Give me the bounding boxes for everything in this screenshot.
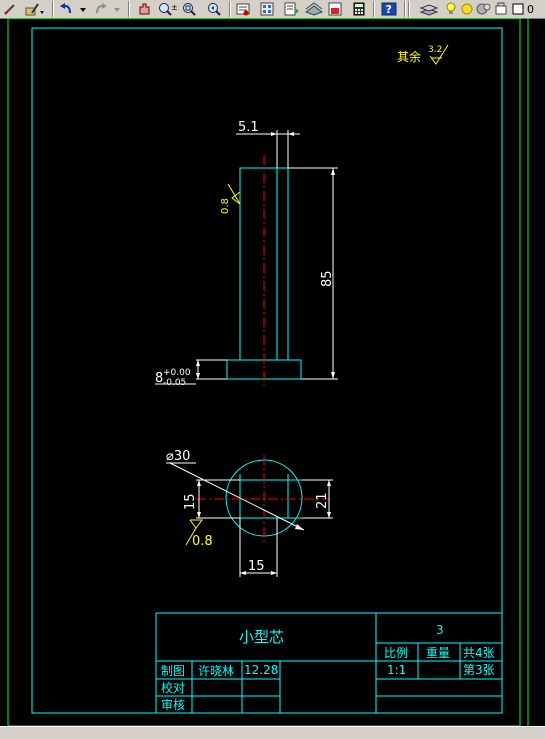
pencil-icon[interactable] xyxy=(2,1,18,17)
redo-icon[interactable] xyxy=(92,1,124,17)
slot-width-arrow-right xyxy=(271,571,277,575)
calculator-icon[interactable] xyxy=(350,1,368,17)
roughness-symbol-icon xyxy=(429,44,449,65)
sheet-number: 第3张 xyxy=(463,663,495,677)
scale-value: 1:1 xyxy=(387,663,406,677)
svg-text:±: ± xyxy=(171,3,177,12)
svg-text:?: ? xyxy=(386,3,392,16)
flat-ticks xyxy=(239,474,289,480)
tool-palettes-icon[interactable] xyxy=(282,1,302,17)
drawing-number: 3 xyxy=(436,623,444,637)
zoom-previous-icon[interactable] xyxy=(204,1,226,17)
drawn-by: 许晓林 xyxy=(198,664,234,678)
diameter-leader xyxy=(169,462,305,531)
slot-height-text: 15 xyxy=(183,493,198,510)
top-view: ⌀30 15 21 15 0.8 xyxy=(166,449,333,577)
title-block-frame xyxy=(155,612,503,714)
diameter-leader-arrow xyxy=(295,524,304,530)
shaft-roughness: 0.8 xyxy=(220,183,241,214)
roughness-note-value: 3.2 xyxy=(428,45,442,55)
roughness-note-label: 其余 xyxy=(397,49,421,64)
shaft-roughness-symbol-icon xyxy=(231,191,241,205)
flat-dim-arrow-top xyxy=(327,480,331,486)
scale-label: 比例 xyxy=(384,646,408,660)
flat-dim-arrow-bottom xyxy=(327,512,331,518)
drawn-label: 制图 xyxy=(161,664,185,678)
drawn-date: 12.28 xyxy=(244,663,278,677)
part-name: 小型芯 xyxy=(239,628,284,646)
zoom-window-icon[interactable] xyxy=(180,1,202,17)
design-center-icon[interactable] xyxy=(258,1,276,17)
pan-icon[interactable] xyxy=(136,1,154,17)
slot-height-arrow-bottom xyxy=(197,512,201,518)
undo-icon[interactable] xyxy=(56,1,90,17)
shaft-roughness-text: 0.8 xyxy=(220,198,231,214)
dim-top-text: 5.1 xyxy=(238,120,259,135)
weight-label: 重量 xyxy=(426,646,450,660)
title-block: 小型芯 3 比例 重量 共4张 1:1 第3张 制图 许晓林 12.28 校对 … xyxy=(155,612,503,714)
sheet-set-icon[interactable] xyxy=(304,1,324,17)
cad-toolbar: ± ? 0 xyxy=(0,0,545,19)
dim-head-tol-lower: -0.05 xyxy=(163,378,186,388)
layer-manager-icon[interactable] xyxy=(418,1,440,17)
dim-top-arrow-left xyxy=(271,132,277,136)
layer-name-field[interactable]: 0 xyxy=(527,1,543,17)
roughness-note: 其余 3.2 xyxy=(397,44,449,65)
face-roughness: 0.8 xyxy=(185,519,213,549)
dim-length-arrow-bottom xyxy=(331,372,335,379)
layer-color-swatch[interactable] xyxy=(510,1,526,17)
face-roughness-leader xyxy=(185,527,197,546)
markup-icon[interactable] xyxy=(326,1,346,17)
drawing-frame xyxy=(31,27,503,714)
zoom-realtime-icon[interactable]: ± xyxy=(156,1,178,17)
match-properties-icon[interactable] xyxy=(22,1,48,17)
dim-head-text: 8 xyxy=(155,371,163,386)
help-icon[interactable]: ? xyxy=(380,1,398,17)
total-sheets: 共4张 xyxy=(463,646,495,660)
status-bar xyxy=(0,726,545,739)
checked-label: 校对 xyxy=(161,680,185,695)
shaft-roughness-leader xyxy=(227,183,241,205)
properties-icon[interactable] xyxy=(234,1,252,17)
flat-dim-text: 21 xyxy=(315,492,330,509)
face-roughness-symbol-icon xyxy=(189,519,203,529)
approved-label: 审核 xyxy=(161,697,185,712)
slot-width-text: 15 xyxy=(248,559,265,574)
diameter-text: ⌀30 xyxy=(166,449,190,464)
front-view: 5.1 85 0.8 8 +0.00 -0.05 xyxy=(155,120,338,388)
dim-head-tol-upper: +0.00 xyxy=(163,368,191,378)
dim-length-text: 85 xyxy=(320,270,335,287)
dim-head-arrow-bottom xyxy=(196,373,200,379)
slot-width-arrow-left xyxy=(240,571,246,575)
drawing-canvas[interactable]: 其余 3.2 5.1 85 0.8 xyxy=(0,18,545,738)
lock-icon[interactable] xyxy=(476,1,492,17)
slot-height-arrow-top xyxy=(197,480,201,486)
face-roughness-text: 0.8 xyxy=(192,534,213,549)
plot-icon[interactable] xyxy=(494,1,508,17)
sun-freeze-icon[interactable] xyxy=(460,1,474,17)
dim-head-arrow-top xyxy=(196,360,200,366)
lightbulb-icon[interactable] xyxy=(444,1,458,17)
layer-name-value: 0 xyxy=(527,2,534,16)
dim-top-arrow-right xyxy=(288,132,294,136)
dim-length-arrow-top xyxy=(331,168,335,175)
